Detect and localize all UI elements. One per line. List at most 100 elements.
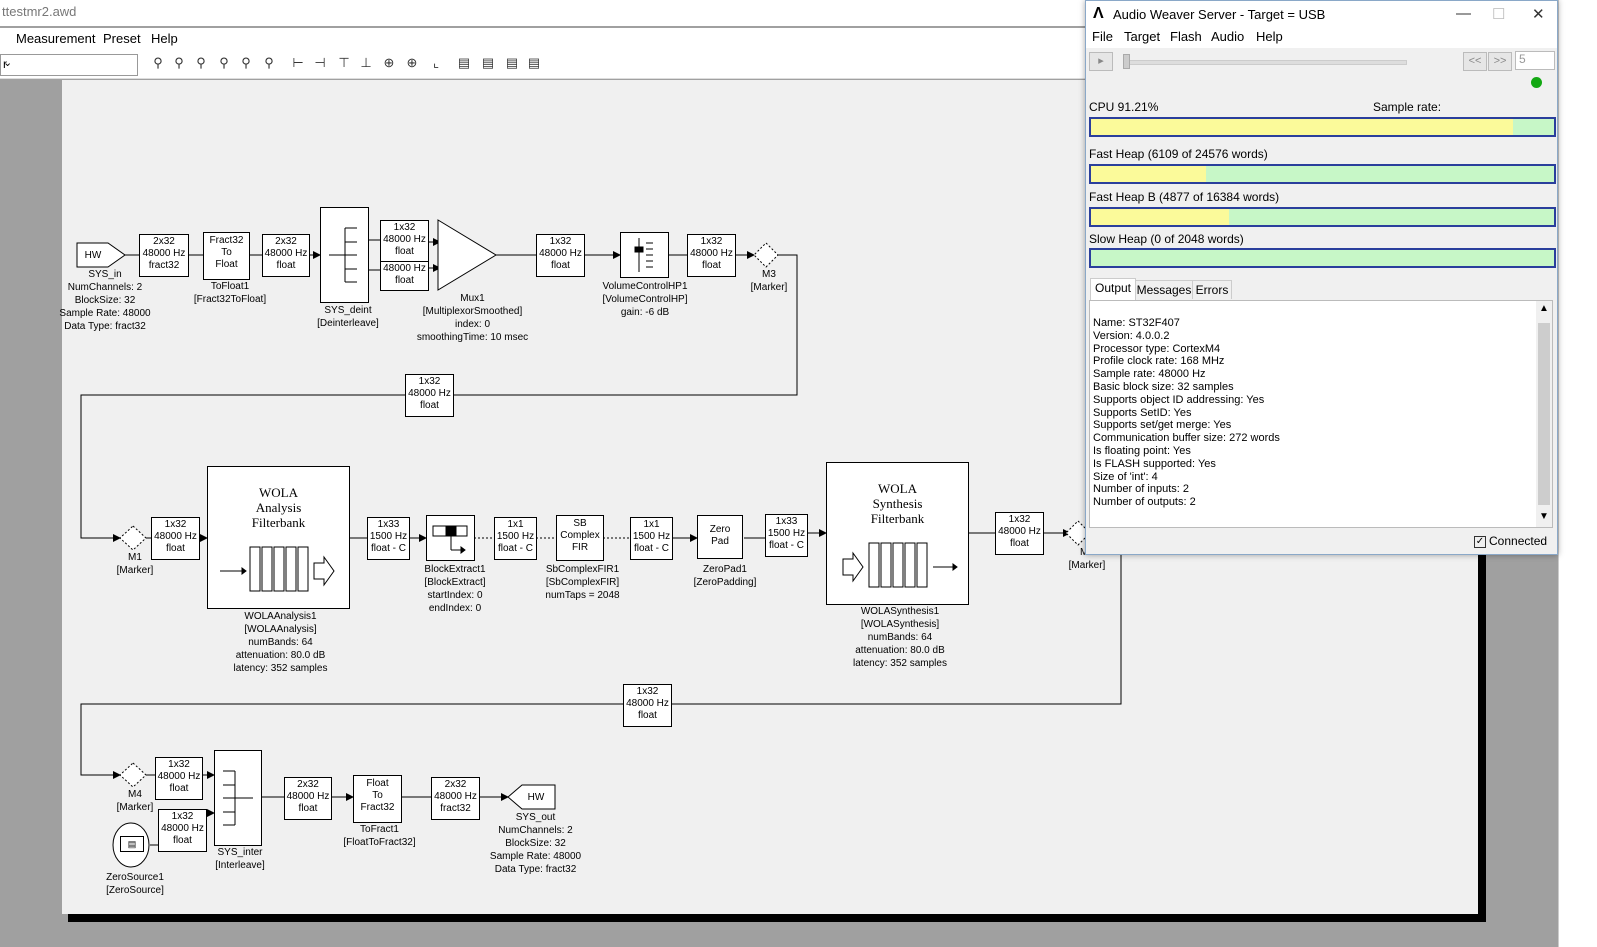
align-center-icon[interactable]: ⊕ (383, 55, 395, 70)
output-line: Supports set/get merge: Yes (1093, 419, 1232, 432)
same-width-icon[interactable]: ▤ (505, 55, 519, 70)
output-line: Is floating point: Yes (1093, 444, 1191, 457)
sys-inter-block[interactable] (214, 750, 262, 846)
output-scrollbar[interactable]: ▲ ▼ (1536, 301, 1552, 527)
zoom-reset-icon[interactable]: ⚲ (264, 55, 274, 70)
marker-m1-shape[interactable] (119, 525, 147, 551)
zoom-selection-icon[interactable]: ⚲ (241, 55, 251, 70)
connected-checkbox[interactable]: ✓Connected (1474, 534, 1547, 548)
sys-deint-block[interactable] (320, 207, 369, 303)
scroll-down-icon[interactable]: ▼ (1539, 511, 1549, 522)
mux-shape[interactable] (437, 219, 497, 291)
zoom-region-icon[interactable]: ⚲ (219, 55, 229, 70)
output-line: Supports object ID addressing: Yes (1093, 393, 1265, 406)
wola-synthesis-label: WOLASynthesis1[WOLASynthesis]numBands: 6… (853, 606, 947, 669)
align-left-icon[interactable]: ⊢ (292, 55, 304, 70)
fast-forward-button[interactable]: >> (1488, 52, 1512, 71)
distribute-h-icon[interactable]: ▤ (457, 55, 471, 70)
play-button[interactable]: ▸ (1089, 52, 1113, 71)
position-slider-thumb[interactable] (1123, 54, 1130, 69)
align-right-icon[interactable]: ⊣ (314, 55, 326, 70)
zoom-out-icon[interactable]: ⚲ (153, 55, 163, 70)
marker-m4-shape[interactable] (119, 762, 147, 788)
zoom-in-icon[interactable]: ⚲ (174, 55, 184, 70)
sys-out-shape[interactable] (507, 784, 556, 810)
cpu-meter (1089, 117, 1556, 137)
same-height-icon[interactable]: ▤ (527, 55, 541, 70)
output-line: Number of inputs: 2 (1093, 483, 1189, 496)
align-top-icon[interactable]: ⊤ (338, 55, 350, 70)
zoom-fit-icon[interactable]: ⚲ (196, 55, 206, 70)
server-menubar: File Target Flash Audio Help (1086, 28, 1557, 48)
menu-preset[interactable]: Preset (103, 31, 141, 46)
server-menu-file[interactable]: File (1092, 29, 1113, 44)
scroll-up-icon[interactable]: ▲ (1539, 303, 1549, 314)
output-line: Version: 4.0.0.2 (1093, 329, 1170, 342)
server-menu-target[interactable]: Target (1124, 29, 1161, 44)
tab-output[interactable]: Output (1090, 278, 1136, 300)
fast-heap-meter (1089, 164, 1556, 184)
align-middle-icon[interactable]: ⊕ (406, 55, 418, 70)
tab-errors[interactable]: Errors (1192, 280, 1232, 299)
fader-icon (634, 238, 653, 272)
fast-heap-b-meter (1089, 207, 1556, 227)
output-scrollbar-thumb[interactable] (1538, 323, 1550, 505)
tab-messages[interactable]: Messages (1135, 280, 1193, 299)
sb-complex-fir-label: SbComplexFIR1[SbComplexFIR]numTaps = 204… (545, 564, 620, 601)
rewind-button[interactable]: << (1463, 52, 1487, 71)
server-menu-audio[interactable]: Audio (1211, 29, 1245, 44)
server-menu-help[interactable]: Help (1256, 29, 1283, 44)
marker-m3-shape[interactable] (753, 242, 779, 268)
minimize-icon[interactable]: — (1456, 5, 1471, 22)
marker-m1-label: M1[Marker] (116, 552, 154, 576)
module-combo[interactable]: r⌄ (0, 54, 138, 76)
distribute-v-icon[interactable]: ▤ (481, 55, 495, 70)
volume-control-label: VolumeControlHP1[VolumeControlHP]gain: -… (602, 281, 688, 318)
marker-m2-shape[interactable] (1065, 520, 1091, 546)
cpu-label: CPU 91.21% (1089, 100, 1159, 114)
maximize-icon[interactable]: ☐ (1492, 6, 1506, 23)
server-menu-flash[interactable]: Flash (1170, 29, 1202, 44)
menu-measurement[interactable]: Measurement (16, 31, 96, 46)
volume-control-block[interactable] (620, 232, 669, 278)
sys-in-shape[interactable] (76, 242, 126, 268)
block-extract-block[interactable] (426, 515, 475, 561)
wire (453, 254, 798, 396)
step-field[interactable]: 5 (1515, 51, 1555, 70)
close-icon[interactable]: ✕ (1532, 6, 1545, 23)
sys-out-hw-text: HW (527, 792, 545, 803)
position-slider[interactable] (1123, 60, 1407, 65)
slow-heap-meter (1089, 248, 1556, 268)
menu-help[interactable]: Help (151, 31, 178, 46)
grid-align-icon[interactable]: ⌞ (432, 55, 440, 70)
align-bottom-icon[interactable]: ⊥ (360, 55, 372, 70)
checkbox-icon[interactable]: ✓ (1474, 535, 1486, 548)
